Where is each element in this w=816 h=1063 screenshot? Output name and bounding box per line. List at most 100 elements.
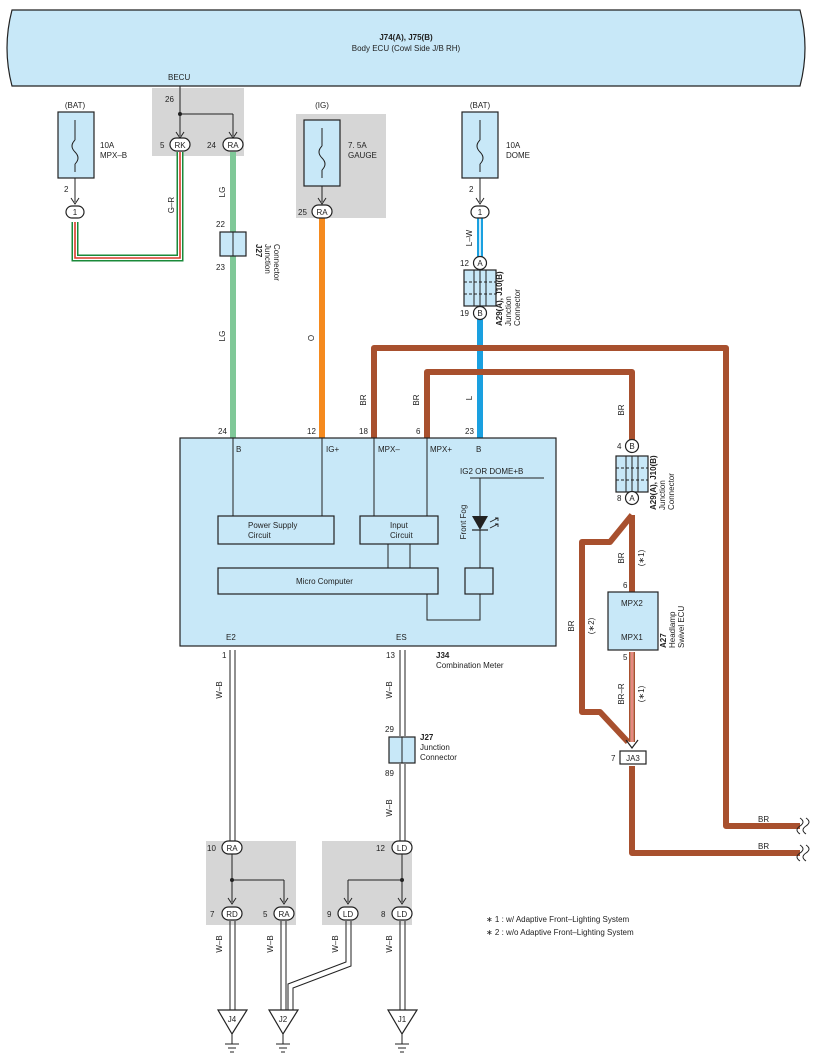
j27-bottom-name1: Junction	[420, 743, 450, 752]
a29-top-conn-a-label: A	[477, 259, 483, 268]
wire-label-br-bypass: BR	[567, 620, 576, 631]
wire-label-br-r: BR–R	[617, 683, 626, 705]
br-break-lower-r	[802, 844, 810, 862]
connector-1-mpxb-label: 1	[73, 208, 78, 217]
wire-label-o: O	[307, 335, 316, 341]
swivel-name1: Headlamp	[668, 611, 677, 648]
pin-22: 22	[216, 220, 225, 229]
a29-top-conn-b	[472, 305, 488, 321]
pin-8-ld: 8	[381, 910, 386, 919]
led-light-rays	[489, 517, 499, 529]
input-label2: Circuit	[390, 531, 413, 540]
ground-j4-label: J4	[228, 1015, 237, 1024]
pin-4: 4	[617, 442, 622, 451]
pin-12-meter: 12	[307, 427, 316, 436]
swivel-ecu-box	[607, 591, 659, 651]
micro-computer-label: Micro Computer	[296, 577, 353, 586]
meter-term-e2: E2	[226, 633, 236, 642]
pin-8-a29: 8	[617, 494, 622, 503]
pin-6-swivel: 6	[623, 581, 628, 590]
wire-label-wb-4: W–B	[215, 935, 224, 952]
a29-right-code: A29(A), J10(B)	[649, 455, 658, 510]
wire-label-wb-2: W–B	[385, 681, 394, 698]
wire-label-g-r: G–R	[167, 197, 176, 214]
wire-label-wb-1: W–B	[215, 681, 224, 698]
pin-5-becu: 5	[160, 141, 165, 150]
j27-bottom-code: J27	[420, 733, 434, 742]
connector-ra-gauge	[311, 204, 333, 219]
meter-term-ig: IG+	[326, 445, 339, 454]
pin-2-dome: 2	[469, 185, 474, 194]
br-break-upper-r	[802, 817, 810, 835]
fuse-dome-rating: 10A	[506, 141, 521, 150]
pin-13: 13	[386, 651, 395, 660]
power-supply-label1: Power Supply	[248, 521, 297, 530]
wire-label-wb-6: W–B	[331, 935, 340, 952]
a29-top-name2: Connector	[513, 289, 522, 326]
pin-25: 25	[298, 208, 307, 217]
connector-rd	[221, 906, 243, 921]
fuse-gauge-rating: 7. 5A	[348, 141, 367, 150]
connector-ld-8-label: LD	[397, 910, 407, 919]
input-circuit	[359, 515, 439, 545]
pin-12-ld: 12	[376, 844, 385, 853]
pin-6-meter: 6	[416, 427, 421, 436]
pin-26: 26	[165, 95, 174, 104]
a29-top-code: A29(A), J10(B)	[495, 271, 504, 326]
br-break-upper	[796, 817, 804, 835]
body-ecu-name: Body ECU (Cowl Side J/B RH)	[352, 44, 461, 53]
fuse-gauge-name: GAUGE	[348, 151, 377, 160]
swivel-code: A27	[659, 633, 668, 648]
j27-top-name1: Junction	[263, 244, 272, 274]
meter-ig2-label: IG2 OR DOME+B	[460, 467, 523, 476]
connector-rk-label: RK	[174, 141, 186, 150]
meter-code: J34	[436, 651, 450, 660]
meter-name: Combination Meter	[436, 661, 504, 670]
a29-right-conn-b	[624, 438, 640, 454]
swivel-mpx1: MPX1	[621, 633, 643, 642]
connector-ld-8	[391, 906, 413, 921]
connector-ld-9	[337, 906, 359, 921]
meter-term-mpx-plus: MPX+	[430, 445, 452, 454]
connector-rd-label: RD	[226, 910, 238, 919]
wire-label-note-1a: (∗1)	[637, 549, 646, 566]
power-supply-label2: Circuit	[248, 531, 271, 540]
pin-10: 10	[207, 844, 216, 853]
becu-label: BECU	[168, 73, 190, 82]
body-ecu-code: J74(A), J75(B)	[379, 33, 433, 42]
ground-j1-label: J1	[398, 1015, 407, 1024]
a29-top-conn-b-label: B	[477, 309, 482, 318]
becu-splice	[179, 86, 234, 136]
front-fog-label: Front Fog	[459, 505, 468, 540]
wire-br	[371, 345, 800, 856]
a29-right-conn-a-label: A	[629, 494, 635, 503]
pin-89: 89	[385, 769, 394, 778]
connector-ra-gauge-label: RA	[316, 208, 328, 217]
wire-label-l-w: L–W	[465, 229, 474, 246]
connector-rk	[169, 137, 191, 152]
power-supply-circuit	[217, 515, 335, 545]
fuse-dome-name: DOME	[506, 151, 530, 160]
wire-label-note-2: (∗2)	[587, 617, 596, 634]
meter-term-b2: B	[476, 445, 481, 454]
input-label1: Input	[390, 521, 409, 530]
meter-term-b: B	[236, 445, 241, 454]
a29-right-name2: Connector	[667, 473, 676, 510]
wire-g-r	[71, 152, 184, 262]
connector-ja3-label: JA3	[626, 754, 640, 763]
swivel-name2: Swivel ECU	[677, 606, 686, 648]
a29-right-conn-a	[624, 490, 640, 506]
connector-1-mpxb	[65, 205, 85, 219]
br-break-lower	[796, 844, 804, 862]
meter-internal-wiring	[232, 438, 481, 621]
pin-23-meter: 23	[465, 427, 474, 436]
wire-label-wb-5: W–B	[266, 935, 275, 952]
a29-top-name1: Junction	[504, 296, 513, 326]
ground-j1	[386, 1009, 419, 1053]
fuse-dome-icon	[476, 139, 484, 165]
j27-top-name2: Connector	[272, 244, 281, 281]
body-ecu-box	[6, 9, 806, 87]
ground-j2	[267, 1009, 300, 1053]
pin-19: 19	[460, 309, 469, 318]
